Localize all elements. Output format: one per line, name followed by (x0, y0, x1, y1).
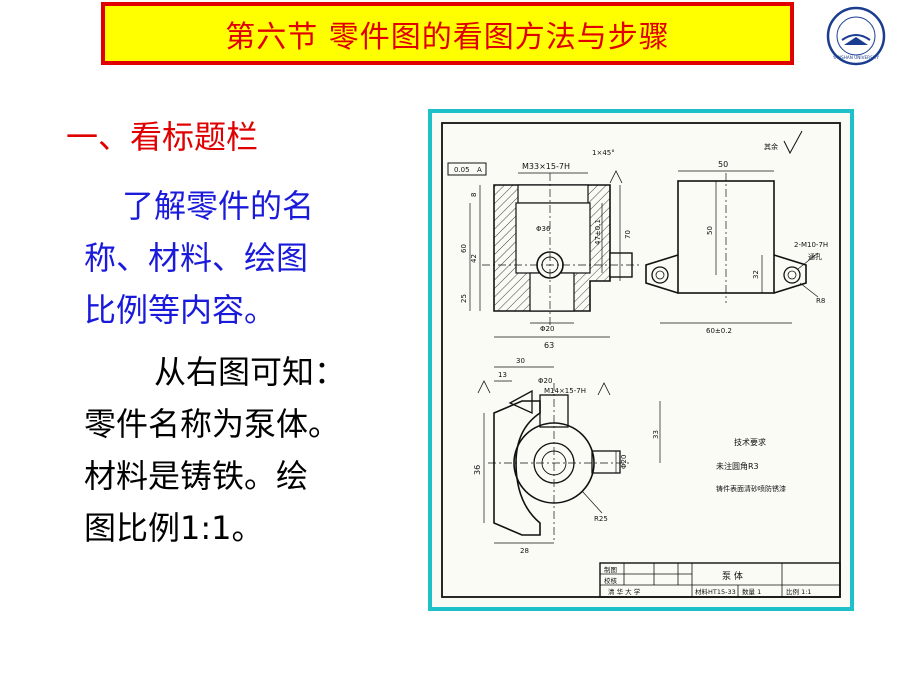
notes-title: 技术要求 (734, 437, 766, 447)
slide-title-box: 第六节 零件图的看图方法与步骤 (101, 2, 794, 65)
rest-label: 其余 (764, 142, 778, 151)
dim-d20-front: Φ20 (540, 325, 554, 333)
dim-through: 通孔 (808, 252, 822, 261)
intro-line-2: 称、材料、绘图 (84, 239, 309, 277)
dim-d20-top: Φ20 (538, 377, 552, 385)
slide-title: 第六节 零件图的看图方法与步骤 (225, 19, 670, 55)
title-block-quantity: 数量 1 (742, 587, 761, 596)
dim-47: 47±0.1 (594, 219, 602, 245)
dim-datum: A (477, 166, 482, 174)
conclusion-line-2: 零件名称为泵体。 (84, 405, 341, 443)
drawing-canvas: M33×15-7H 1×45° 0.05 A Φ36 Φ20 63 47±0.1… (441, 122, 841, 598)
dim-36: 36 (473, 465, 482, 475)
intro-line-1: 了解零件的名 (122, 187, 315, 225)
dim-r25: R25 (594, 515, 608, 523)
dim-m14: M14×15-7H (544, 387, 586, 395)
dim-60: 60 (460, 244, 468, 253)
dim-42: 42 (470, 254, 478, 263)
title-block-part-name: 泵 体 (722, 570, 743, 582)
dim-28: 28 (520, 547, 529, 555)
dim-d20-side: Φ20 (620, 455, 628, 469)
title-block-checked: 校核 (604, 576, 618, 585)
dim-50-width: 50 (718, 160, 728, 169)
dim-25: 25 (460, 294, 468, 303)
rest-roughness-icon (783, 130, 803, 155)
dim-60-width: 60±0.2 (706, 327, 732, 335)
dim-13: 13 (498, 371, 507, 379)
left-roughness-icon (477, 380, 491, 394)
notes-line-1: 未注圆角R3 (716, 461, 759, 471)
logo-text: YANSHAN UNIVERSITY (832, 55, 880, 60)
dim-8: 8 (470, 193, 478, 197)
conclusion-line-4: 图比例1:1。 (84, 509, 264, 547)
dim-50-height: 50 (706, 226, 714, 235)
dim-33: 33 (652, 430, 660, 439)
intro-line-3: 比例等内容。 (84, 291, 277, 329)
university-emblem-icon: YANSHAN UNIVERSITY (826, 6, 886, 66)
section-heading: 一、看标题栏 (66, 118, 259, 156)
intro-paragraph: 了解零件的名 称、材料、绘图 比例等内容。 (84, 180, 384, 336)
conclusion-line-3: 材料是铸铁。绘 (84, 457, 309, 495)
dim-63: 63 (544, 341, 554, 350)
dim-holes: 2-M10-7H (794, 241, 828, 249)
roughness-icon (609, 170, 623, 184)
dim-70: 70 (624, 230, 632, 239)
side-view (645, 170, 819, 324)
front-section-view (469, 172, 642, 338)
dim-r8: R8 (816, 297, 825, 305)
dim-flatness: 0.05 (454, 166, 470, 174)
title-block-material: 材料HT15-33 (695, 587, 736, 596)
top-roughness-icon (597, 382, 611, 396)
dim-m33: M33×15-7H (522, 162, 570, 171)
dim-30: 30 (516, 357, 525, 365)
title-block-scale: 比例 1:1 (786, 587, 812, 596)
dim-chamfer: 1×45° (592, 149, 615, 157)
notes-line-2: 铸件表面清砂喷防锈漆 (716, 484, 786, 493)
conclusion-paragraph: 从右图可知： 零件名称为泵体。 材料是铸铁。绘 图比例1:1。 (84, 346, 394, 554)
dim-d36: Φ36 (536, 225, 551, 233)
conclusion-line-1: 从右图可知： (154, 353, 347, 391)
dim-32: 32 (752, 270, 760, 279)
title-block-org: 清 华 大 学 (608, 587, 641, 596)
flatness-frame (447, 162, 487, 176)
title-block (599, 562, 841, 598)
top-view (483, 366, 661, 544)
title-block-drawn: 制图 (604, 565, 617, 574)
engineering-drawing: M33×15-7H 1×45° 0.05 A Φ36 Φ20 63 47±0.1… (428, 109, 854, 611)
